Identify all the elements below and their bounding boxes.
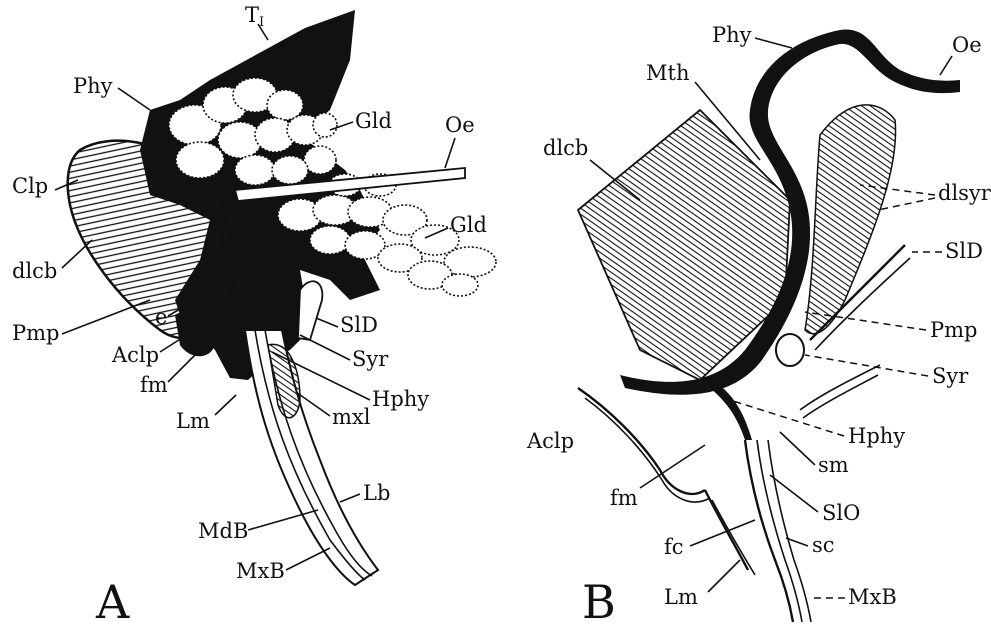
hypopharynx-duct (800, 365, 880, 410)
label-oe-b: Oe (952, 33, 982, 57)
label-syr-b: Syr (932, 364, 969, 388)
label-pmp: Pmp (12, 321, 60, 345)
panel-b-letter: B (582, 575, 616, 624)
anteclypeus-inner (585, 398, 710, 502)
panel-a-letter: A (95, 575, 130, 624)
label-hphy-b: Hphy (848, 424, 905, 448)
label-phy: Phy (73, 74, 113, 98)
label-slo: SlO (822, 501, 860, 525)
label-t1: TI (245, 3, 264, 30)
labrum (705, 490, 748, 570)
panel-a: TI Phy Gld Oe Clp Gld dlcb e Pmp SlD Acl… (12, 3, 496, 624)
label-mdb: MdB (198, 519, 248, 543)
label-dlcb-b: dlcb (543, 136, 588, 160)
label-mxb: MxB (236, 559, 285, 583)
label-fc: fc (664, 535, 684, 559)
label-hphy: Hphy (372, 387, 429, 411)
syringe (776, 334, 804, 366)
label-sld: SlD (340, 313, 378, 337)
label-mxb-b: MxB (848, 585, 897, 609)
labrum-inner (712, 500, 755, 575)
stylet-bundle-inner-2 (768, 440, 811, 622)
label-mth: Mth (646, 61, 689, 85)
label-dlsyr: dlsyr (938, 181, 991, 205)
label-aclp-b: Aclp (526, 429, 574, 453)
label-e: e (155, 305, 167, 329)
label-fm: fm (140, 373, 168, 397)
label-phy-b: Phy (712, 23, 752, 47)
label-lm-b: Lm (664, 585, 698, 609)
label-syr: Syr (352, 347, 389, 371)
label-gld-top: Gld (355, 109, 392, 133)
label-pmp-b: Pmp (930, 318, 978, 342)
label-sm: sm (818, 453, 849, 477)
label-fm-b: fm (610, 486, 638, 510)
label-dlcb: dlcb (12, 259, 57, 283)
label-mxl: mxl (332, 405, 371, 429)
label-lb: Lb (363, 481, 390, 505)
panel-b: Phy Oe Mth dlcb dlsyr SlD Pmp Syr Aclp H… (526, 23, 991, 624)
label-oe: Oe (445, 113, 475, 137)
salivary-duct (298, 281, 322, 340)
label-aclp: Aclp (111, 343, 159, 367)
label-lm: Lm (176, 409, 210, 433)
anteclypeus (578, 388, 705, 494)
hypopharynx-duct-2 (803, 375, 878, 418)
label-sc: sc (812, 533, 835, 557)
label-sld-b: SlD (945, 239, 983, 263)
label-gld-right: Gld (450, 213, 487, 237)
label-clp: Clp (12, 174, 48, 198)
